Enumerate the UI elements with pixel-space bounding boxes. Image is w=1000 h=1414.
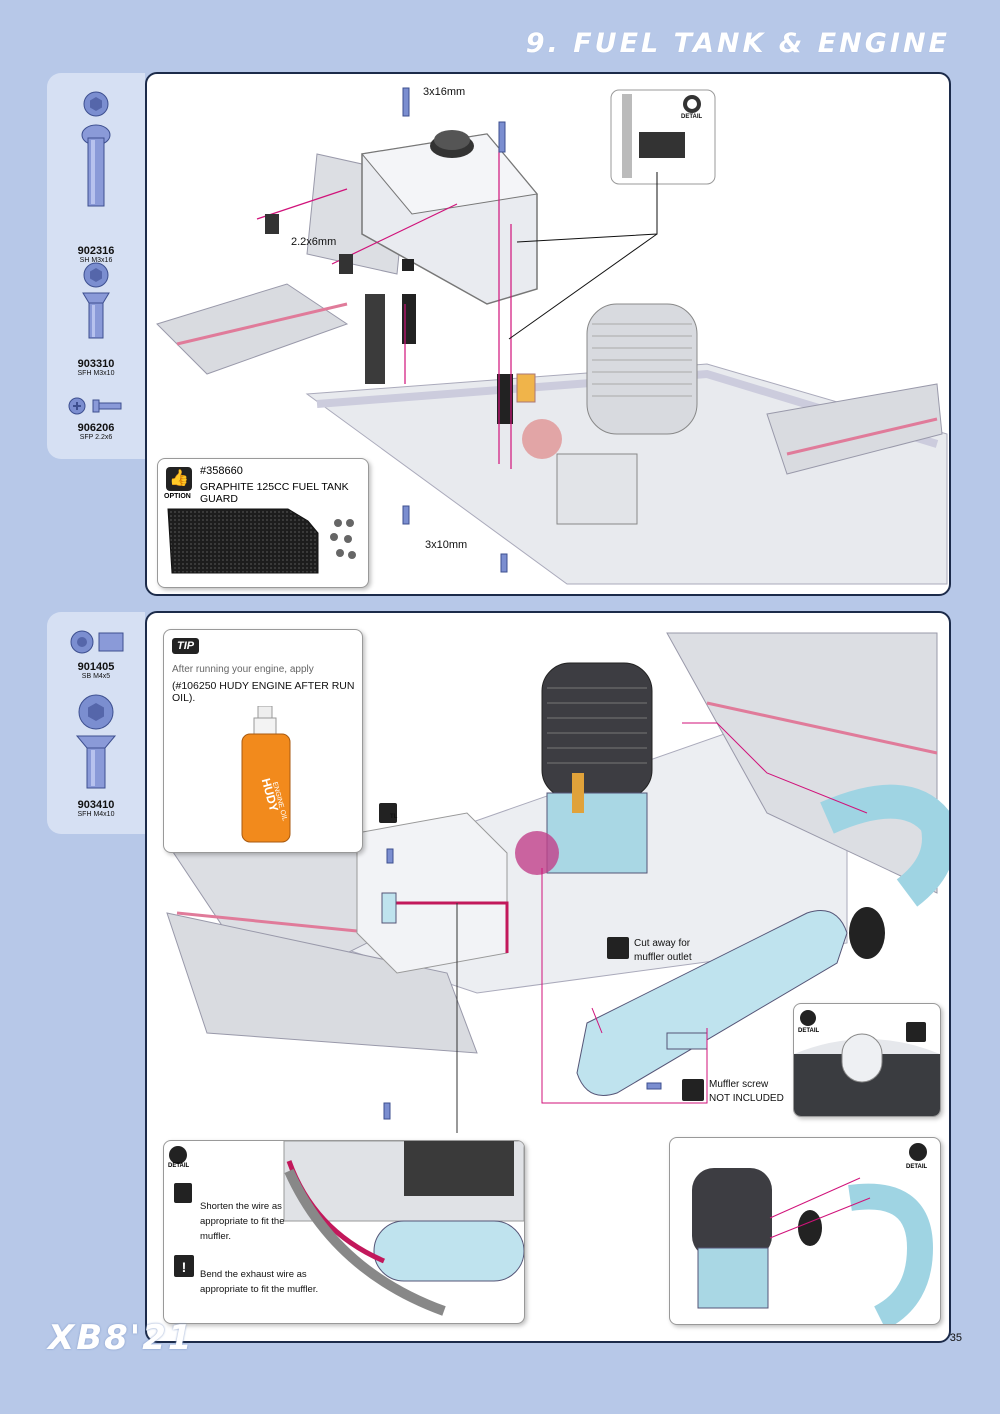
option-number: #358660 [200, 465, 243, 477]
part-903310: 903310 SFH M3x10 [47, 261, 145, 377]
wire-detail-card: ! DETAIL Shorten the wire as appropriate… [163, 1140, 525, 1324]
engine-muffler-diagram [166, 632, 949, 1133]
bend-note-line1: Bend the exhaust wire as [200, 1269, 307, 1280]
part-903410: 903410 SFH M4x10 [47, 694, 145, 818]
tip-line2: (#106250 HUDY ENGINE AFTER RUN OIL). [172, 680, 355, 704]
detail-label: DETAIL [681, 114, 703, 120]
option-name: GRAPHITE 125CC FUEL TANK GUARD [200, 481, 349, 505]
part-code: 903410 [77, 799, 115, 811]
part-906206: 906206 SFP 2.2x6 [47, 395, 145, 441]
fuel-tank-guard-image [167, 508, 356, 574]
cut-away-line1: Cut away for [634, 938, 691, 949]
cut-away-line2: muffler outlet [634, 952, 692, 963]
page-title: 9. FUEL TANK & ENGINE [525, 28, 950, 59]
engine-pipe-detail-image [692, 1143, 934, 1324]
muffler-screw-line1: Muffler screw [709, 1079, 769, 1090]
thumbs-up-icon: 👍 [166, 467, 192, 491]
part-desc: SFP 2.2x6 [79, 434, 113, 441]
part-code: 903310 [77, 358, 115, 370]
screw-sfh-m4x10-icon [75, 694, 117, 789]
shorten-note-line2: appropriate to fit the [200, 1216, 285, 1227]
muffler-outlet-detail-card: DETAIL [793, 1003, 941, 1117]
screw-sb-m4x5-icon [70, 630, 124, 654]
screw-sfp-2-2x6-icon [68, 397, 122, 415]
tip-badge: TIP [172, 638, 200, 654]
label-screw-3x16: 3x16mm [423, 86, 466, 98]
shorten-note-line3: muffler. [200, 1231, 231, 1242]
label-screw-3x10: 3x10mm [425, 539, 468, 551]
tip-line1: After running your engine, apply [172, 664, 314, 675]
shorten-note-line1: Shorten the wire as [200, 1201, 282, 1212]
part-desc: SFH M3x10 [77, 370, 115, 377]
label-screw-2-2x6: 2.2x6mm [291, 236, 337, 248]
parts-sidebar-top: 902316 SH M3x16 903310 SFH M3x10 906206 … [47, 73, 145, 459]
part-902316: 902316 SH M3x16 [47, 90, 145, 264]
detail-label: DETAIL [168, 1163, 190, 1169]
step-panel-fuel-tank: 3x16mm 2.2x6mm 3x10mm DETAIL 👍 OPTION #3… [145, 72, 951, 596]
bend-note-line2: appropriate to fit the muffler. [200, 1284, 319, 1295]
screw-sfh-m3x10-icon [82, 262, 110, 339]
fuel-tank-assembly-diagram [156, 87, 948, 585]
part-desc: SH M3x16 [79, 257, 113, 264]
detail-label: DETAIL [906, 1164, 928, 1170]
engine-oil-bottle-image: HUDY ENGINE OIL [241, 706, 291, 843]
part-code: 901405 [77, 661, 115, 673]
tip-card: TIP After running your engine, apply (#1… [163, 629, 363, 853]
part-desc: SB M4x5 [81, 673, 111, 680]
wire-detail-image: ! [169, 1141, 524, 1316]
muffler-outlet-detail-image [794, 1010, 940, 1116]
option-badge: OPTION [164, 493, 191, 500]
page-number: 35 [949, 1332, 962, 1344]
tl-label: TL [390, 814, 398, 820]
detail-label: DETAIL [798, 1028, 820, 1034]
engine-pipe-detail-card: DETAIL [669, 1137, 941, 1325]
parts-sidebar-bottom: 901405 SB M4x5 903410 SFH M4x10 [47, 612, 145, 834]
option-card: 👍 OPTION #358660 GRAPHITE 125CC FUEL TAN… [157, 458, 369, 588]
svg-text:!: ! [182, 1259, 187, 1275]
muffler-screw-line2: NOT INCLUDED [709, 1093, 784, 1104]
brand-logo: XB8'21 [48, 1318, 194, 1358]
part-code: 902316 [77, 245, 115, 257]
step-panel-engine: TIP After running your engine, apply (#1… [145, 611, 951, 1343]
screw-sh-m3x16-icon [81, 91, 111, 207]
part-code: 906206 [77, 422, 115, 434]
part-desc: SFH M4x10 [77, 811, 115, 818]
part-901405: 901405 SB M4x5 [47, 628, 145, 680]
